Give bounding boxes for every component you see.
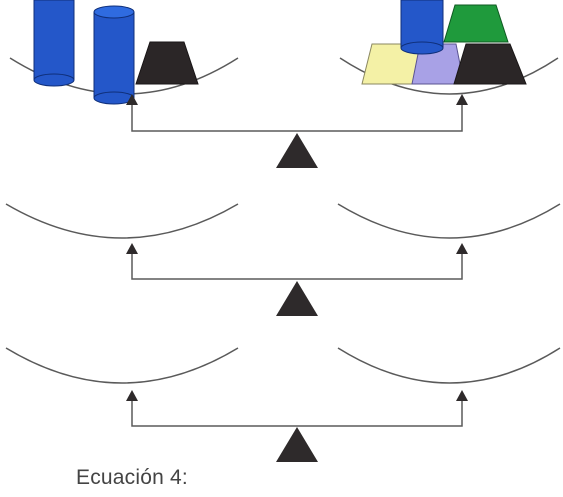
left-pan [5,347,239,384]
dark-weight [135,41,199,85]
green-weight [443,4,509,43]
left-pan [5,203,239,239]
right-pan-weights [361,0,527,85]
cylinder-weight [400,0,444,55]
dark-weight [453,43,527,85]
left-pan-weights [33,0,199,105]
fulcrum [276,427,318,462]
cylinder-weight [93,5,135,105]
right-pan [337,347,561,384]
cylinder-weight [33,0,75,87]
balance-frame [126,243,468,280]
right-pan [337,203,561,239]
fulcrum [276,281,318,316]
balance-2 [5,203,561,316]
equation-caption: Ecuación 4: [76,466,188,489]
balance-1 [9,0,559,168]
balance-3 [5,347,561,462]
balance-frame [126,390,468,427]
fulcrum [276,133,318,168]
balance-frame [126,94,468,132]
